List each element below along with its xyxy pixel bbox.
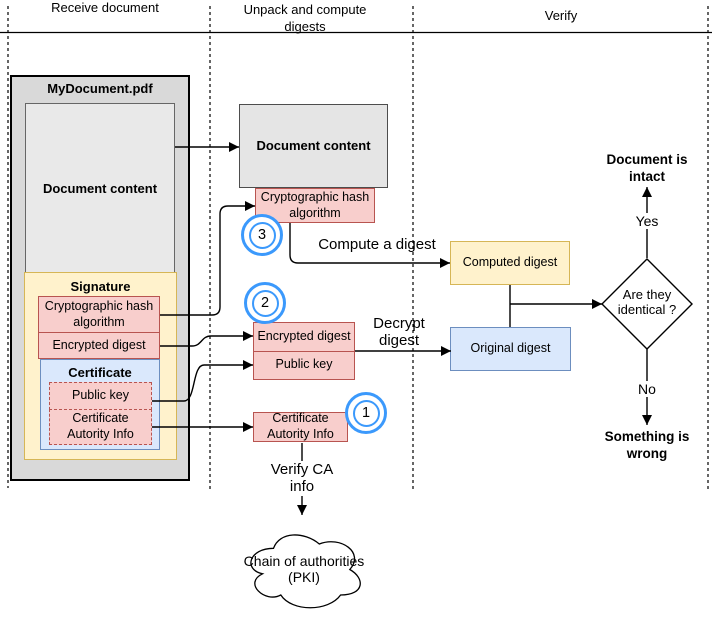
unpacked-document-content-box: Document content: [239, 104, 388, 188]
signature-title: Signature: [70, 279, 131, 294]
sig-hash-box: Cryptographic hash algorithm: [38, 296, 160, 333]
step-3-number: 3: [248, 221, 276, 249]
cert-public-key-box: Public key: [49, 382, 152, 410]
document-title: MyDocument.pdf: [47, 81, 153, 96]
computed-digest-box: Computed digest: [450, 241, 570, 285]
step-1-number: 1: [352, 399, 380, 427]
step-2-number: 2: [251, 289, 279, 317]
document-content-box: Document content: [25, 103, 175, 276]
step-badge-3: 3: [241, 214, 283, 256]
lane-header-verify: Verify: [544, 8, 578, 23]
cert-ca-info-box: Certificate Autority Info: [49, 409, 152, 445]
unpack-hash-box: Cryptographic hash algorithm: [255, 188, 375, 223]
certificate-title: Certificate: [68, 365, 132, 380]
unpack-public-key-row: Public key: [275, 357, 333, 372]
step-badge-1: 1: [345, 392, 387, 434]
step-badge-2: 2: [244, 282, 286, 324]
sig-encrypted-digest-box: Encrypted digest: [38, 332, 160, 359]
lane-header-unpack: Unpack and compute digests: [243, 2, 367, 34]
original-digest-box: Original digest: [450, 327, 571, 371]
unpack-encrypted-digest-row: Encrypted digest: [254, 323, 354, 352]
unpack-digest-key-box: Encrypted digest Public key: [253, 322, 355, 380]
lane-header-receive: Receive document: [51, 0, 159, 15]
unpack-ca-info-box: Certificate Autority Info: [253, 411, 348, 442]
